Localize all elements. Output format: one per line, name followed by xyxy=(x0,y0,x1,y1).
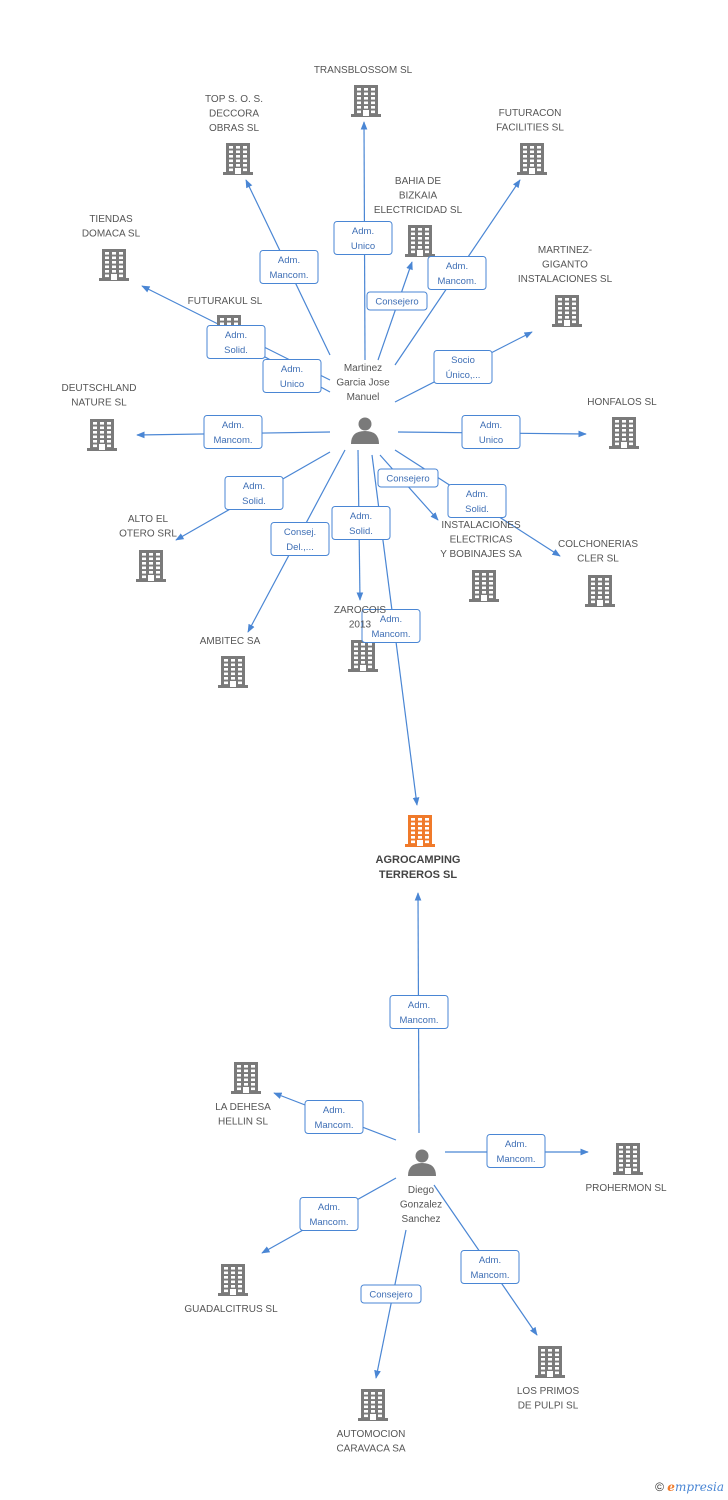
relation-label-transblossom[interactable]: Adm.Unico xyxy=(333,221,393,255)
relation-label-losprimos[interactable]: Adm.Mancom. xyxy=(460,1250,520,1284)
company-label-transblossom: TRANSBLOSSOM SL xyxy=(314,65,413,76)
company-label-futurakul: FUTURAKUL SL xyxy=(188,296,263,307)
svg-text:Adm.Mancom.: Adm.Mancom. xyxy=(269,255,308,281)
svg-text:Adm.Mancom.: Adm.Mancom. xyxy=(470,1255,509,1281)
svg-text:Adm.Unico: Adm.Unico xyxy=(479,420,503,446)
relation-label-zarocois[interactable]: Adm.Solid. xyxy=(331,506,391,540)
relation-label-main_p1[interactable]: Adm.Mancom. xyxy=(361,609,421,643)
svg-text:Adm.Unico: Adm.Unico xyxy=(351,226,375,252)
company-icon-instalaciones[interactable] xyxy=(469,570,499,602)
svg-text:Adm.Mancom.: Adm.Mancom. xyxy=(437,261,476,287)
svg-text:Adm.Mancom.: Adm.Mancom. xyxy=(496,1139,535,1165)
svg-text:Consej.Del.,...: Consej.Del.,... xyxy=(284,527,316,553)
person-icon-p2[interactable] xyxy=(408,1149,436,1177)
svg-text:Consejero: Consejero xyxy=(369,1290,412,1301)
company-icon-guadalcitrus[interactable] xyxy=(218,1264,248,1296)
relation-label-deutschland[interactable]: Adm.Mancom. xyxy=(203,415,263,449)
relation-label-instalaciones[interactable]: Consejero xyxy=(377,468,439,488)
company-label-guadalcitrus: GUADALCITRUS SL xyxy=(184,1304,278,1315)
svg-text:Adm.Solid.: Adm.Solid. xyxy=(465,489,489,515)
company-icon-prohermon[interactable] xyxy=(613,1143,643,1175)
company-label-honfalos: HONFALOS SL xyxy=(587,397,657,408)
company-icon-ladehesa[interactable] xyxy=(231,1062,261,1094)
svg-text:Adm.Solid.: Adm.Solid. xyxy=(224,330,248,356)
footer-brand: © empresia xyxy=(655,1480,724,1494)
company-icon-altoelotero[interactable] xyxy=(136,550,166,582)
relation-label-tiendas[interactable]: Adm.Solid. xyxy=(206,325,266,359)
company-icon-automocion[interactable] xyxy=(358,1389,388,1421)
relation-label-futuracon[interactable]: Adm.Mancom. xyxy=(427,256,487,290)
company-icon-deutschland[interactable] xyxy=(87,419,117,451)
svg-text:Adm.Mancom.: Adm.Mancom. xyxy=(314,1105,353,1131)
relation-label-colchonerias[interactable]: Adm.Solid. xyxy=(447,484,507,518)
relation-edge-automocion xyxy=(374,1229,407,1379)
svg-text:Adm.Mancom.: Adm.Mancom. xyxy=(371,614,410,640)
relation-label-honfalos[interactable]: Adm.Unico xyxy=(461,415,521,449)
svg-text:Adm.Mancom.: Adm.Mancom. xyxy=(309,1202,348,1228)
person-icon-p1[interactable] xyxy=(351,417,379,445)
svg-text:Adm.Solid.: Adm.Solid. xyxy=(242,481,266,507)
empresia-logo: empresia xyxy=(667,1480,724,1494)
svg-text:Adm.Unico: Adm.Unico xyxy=(280,364,304,390)
relation-label-bahia[interactable]: Consejero xyxy=(366,291,428,311)
relation-edge-bahia xyxy=(377,261,413,361)
company-icon-ambitec[interactable] xyxy=(218,656,248,688)
company-icon-tiendas[interactable] xyxy=(99,249,129,281)
company-icon-honfalos[interactable] xyxy=(609,417,639,449)
company-icon-topso[interactable] xyxy=(223,143,253,175)
relation-label-main_p2[interactable]: Adm.Mancom. xyxy=(389,995,449,1029)
relation-label-topso[interactable]: Adm.Mancom. xyxy=(259,250,319,284)
company-icon-losprimos[interactable] xyxy=(535,1346,565,1378)
company-icon-zarocois[interactable] xyxy=(348,640,378,672)
company-label-ambitec: AMBITEC SA xyxy=(200,636,261,647)
relation-label-ambitec[interactable]: Consej.Del.,... xyxy=(270,522,330,556)
company-icon-martinezgiganto[interactable] xyxy=(552,295,582,327)
company-icon-colchonerias[interactable] xyxy=(585,575,615,607)
company-label-prohermon: PROHERMON SL xyxy=(585,1183,667,1194)
company-icon-transblossom[interactable] xyxy=(351,85,381,117)
svg-text:Adm.Mancom.: Adm.Mancom. xyxy=(399,1000,438,1026)
svg-text:Adm.Solid.: Adm.Solid. xyxy=(349,511,373,537)
company-icon-futuracon[interactable] xyxy=(517,143,547,175)
svg-text:Consejero: Consejero xyxy=(386,474,429,485)
relation-label-futurakul[interactable]: Adm.Unico xyxy=(262,359,322,393)
relation-label-guadalcitrus[interactable]: Adm.Mancom. xyxy=(299,1197,359,1231)
relation-label-ladehesa[interactable]: Adm.Mancom. xyxy=(304,1100,364,1134)
main-company-icon[interactable] xyxy=(405,815,435,847)
relation-label-prohermon[interactable]: Adm.Mancom. xyxy=(486,1134,546,1168)
relation-label-automocion[interactable]: Consejero xyxy=(360,1284,422,1304)
company-icon-bahia[interactable] xyxy=(405,225,435,257)
svg-text:Consejero: Consejero xyxy=(375,297,418,308)
copyright-symbol: © xyxy=(655,1480,664,1494)
relation-label-altoelotero[interactable]: Adm.Solid. xyxy=(224,476,284,510)
svg-text:Adm.Mancom.: Adm.Mancom. xyxy=(213,420,252,446)
